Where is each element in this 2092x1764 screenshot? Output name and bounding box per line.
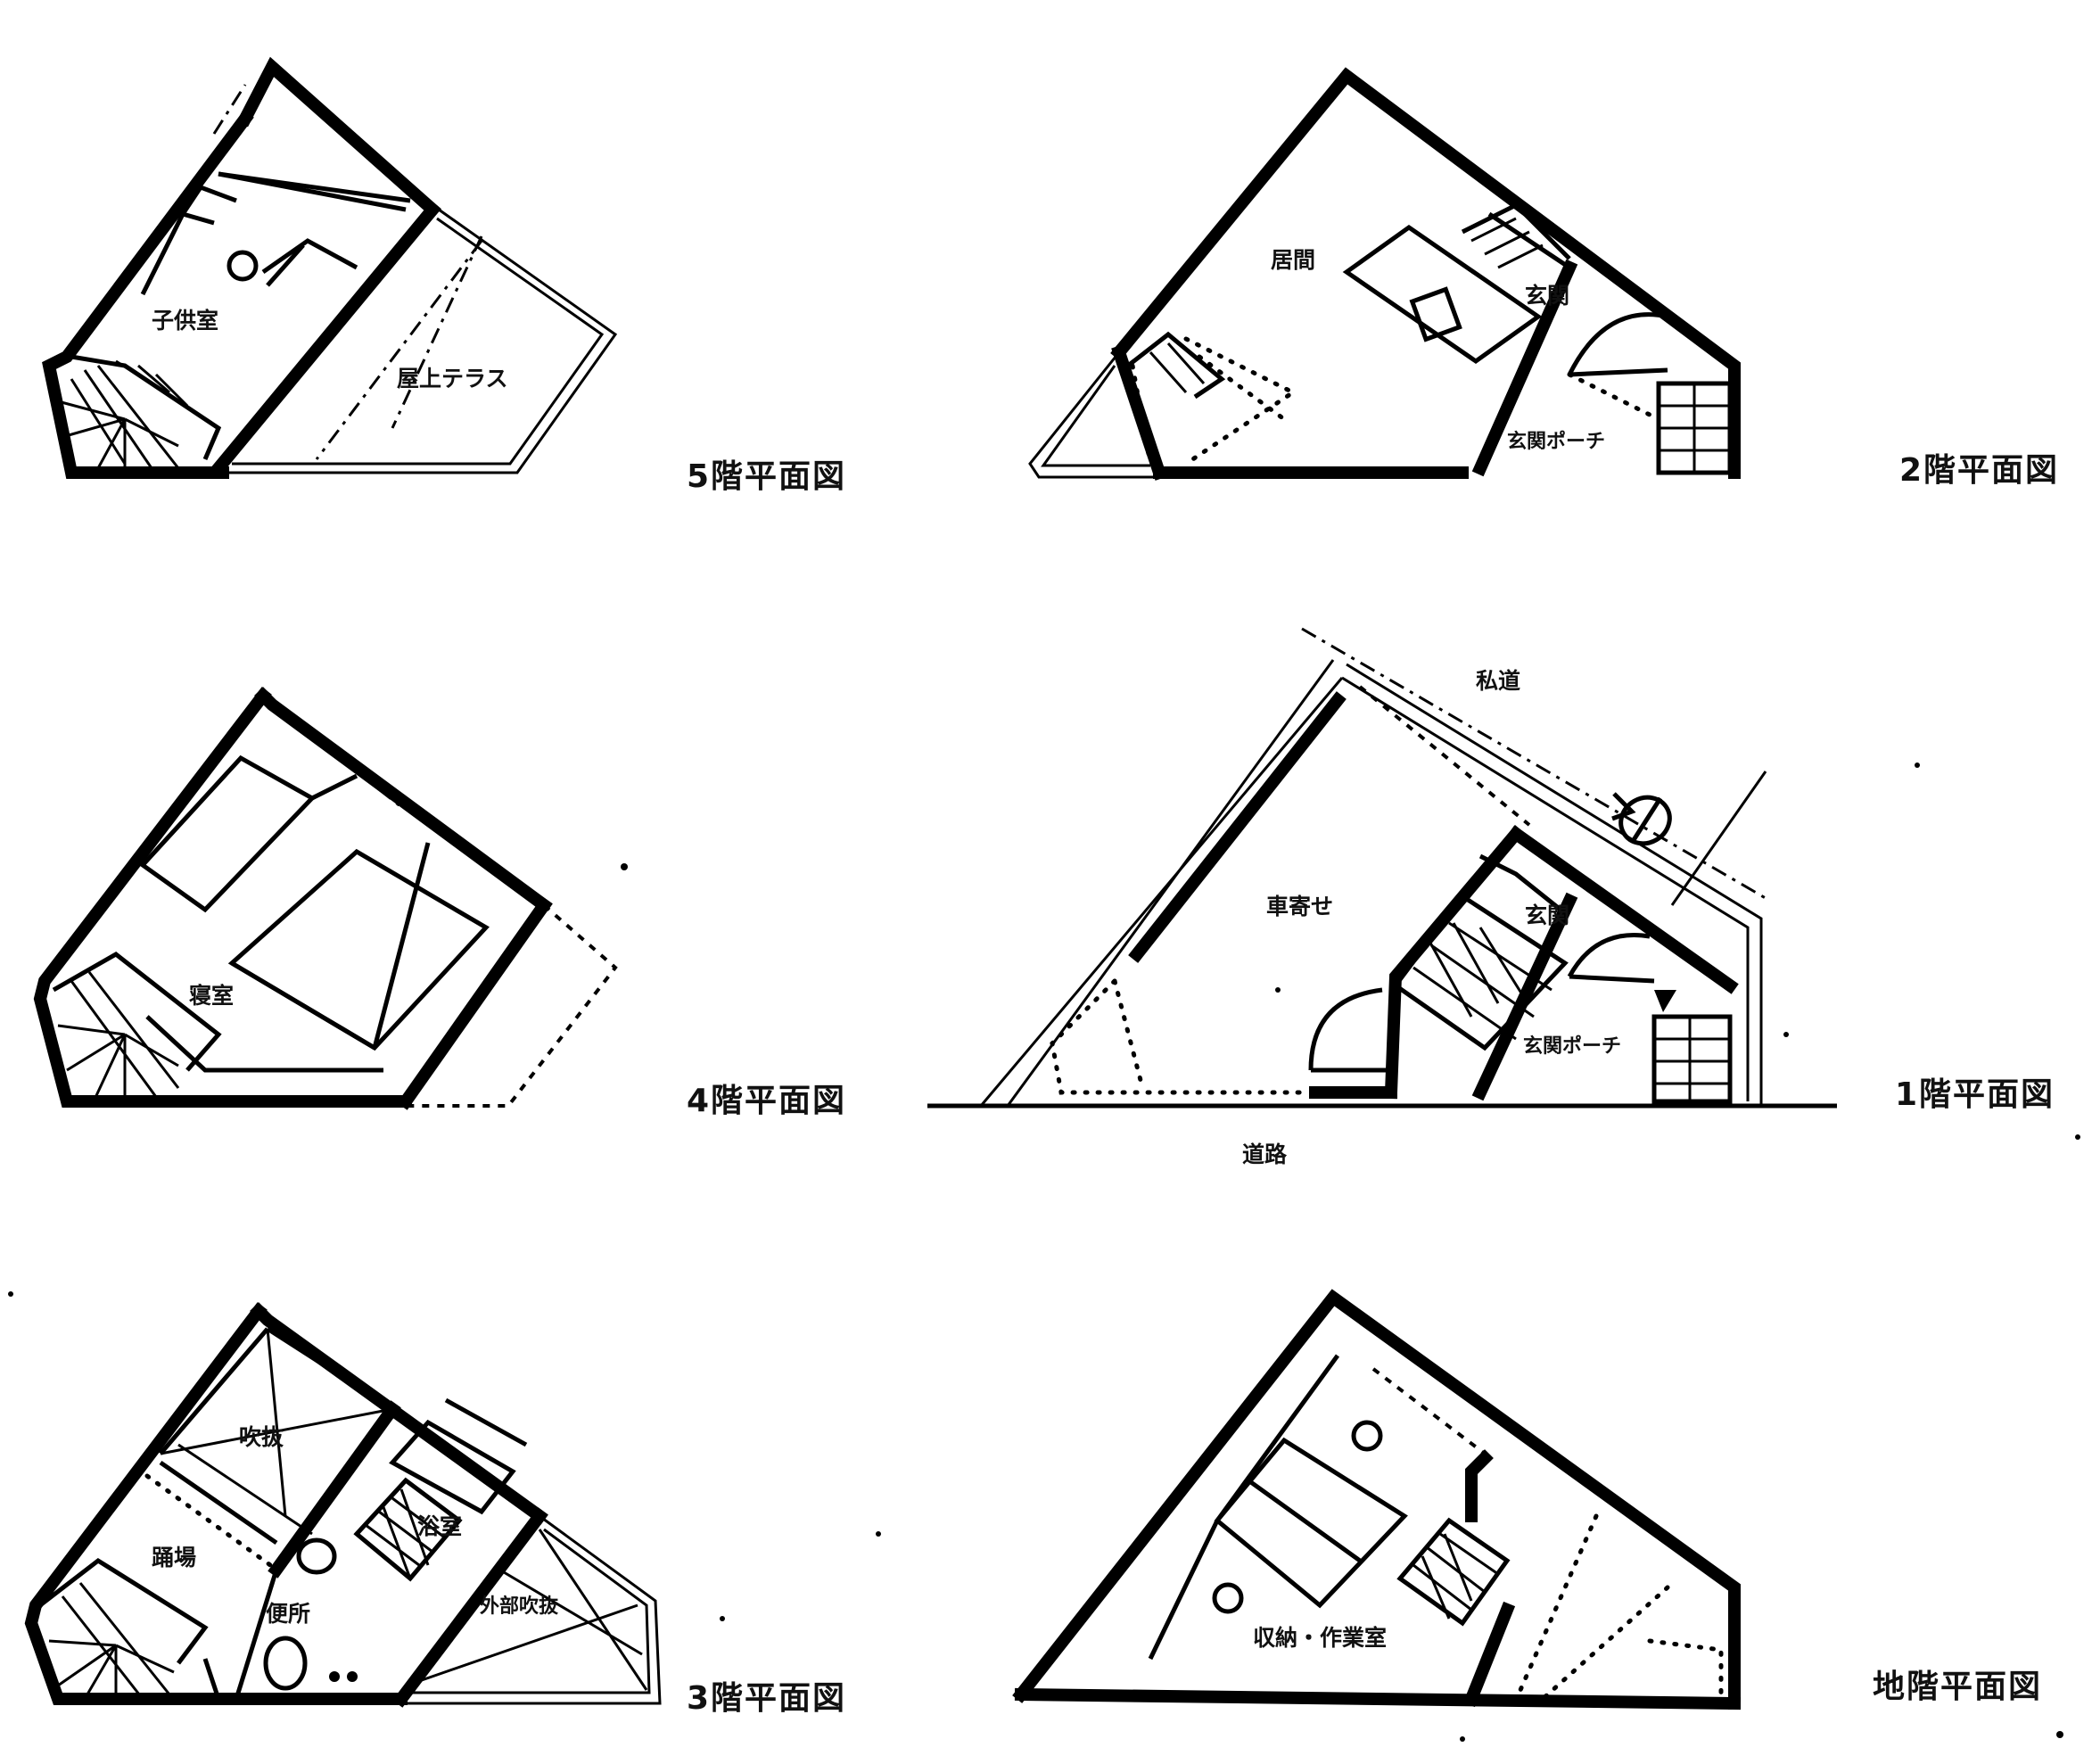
plan-title-1f: 1階平面図 (1895, 1076, 2055, 1113)
plan-title-4f: 4階平面図 (687, 1083, 847, 1119)
scan-specks (8, 762, 2080, 1742)
plan-2f: 居間 玄関 玄関ポーチ (1028, 67, 1741, 481)
roof-terrace-label: 屋上テラス (397, 366, 508, 392)
plan-4f: 寝室 (33, 687, 618, 1110)
plan-b1: 収納・作業室 (1012, 1289, 1742, 1710)
bath-label: 浴室 (417, 1513, 462, 1539)
plan-5f: 子供室 屋上テラス (42, 56, 618, 479)
entrance-porch-label-1f: 玄関ポーチ (1523, 1034, 1621, 1058)
plan-title-b1: 地階平面図 (1873, 1669, 2043, 1705)
entrance-label-1f: 玄関 (1525, 903, 1569, 928)
entrance-porch-label-2f: 玄関ポーチ (1507, 430, 1605, 453)
outer-void-label: 外部吹抜 (480, 1595, 559, 1618)
landing-label: 踊場 (152, 1545, 196, 1570)
plan-title-2f: 2階平面図 (1899, 452, 2060, 489)
private-road-label: 私道 (1476, 668, 1520, 694)
plan-title-3f: 3階平面図 (687, 1680, 847, 1717)
storage-workroom-label: 収納・作業室 (1253, 1625, 1387, 1651)
bedroom-label: 寝室 (189, 983, 234, 1009)
plan-title-5f: 5階平面図 (687, 458, 847, 495)
plan-1f: 私道 車寄せ 玄関 玄関ポーチ 道路 (927, 627, 1837, 1167)
road-label: 道路 (1242, 1142, 1288, 1167)
entrance-label-2f: 玄関 (1525, 283, 1569, 309)
carport-label: 車寄せ (1266, 894, 1333, 919)
plan-3f: 吹抜 浴室 踊場 便所 外部吹抜 (24, 1302, 662, 1708)
north-arrow-icon (1611, 792, 1672, 846)
void-label: 吹抜 (239, 1424, 284, 1450)
living-room-label: 居間 (1271, 247, 1315, 273)
toilet-label: 便所 (266, 1601, 310, 1627)
kids-room-label: 子供室 (152, 308, 218, 334)
